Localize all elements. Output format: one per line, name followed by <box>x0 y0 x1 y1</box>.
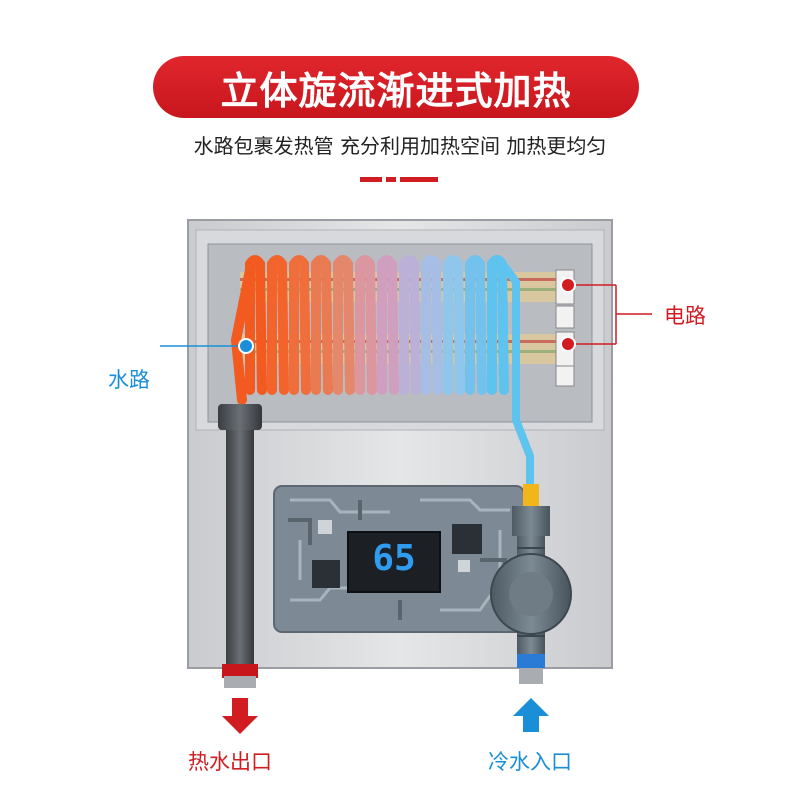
water-coil <box>230 255 534 488</box>
cold-water-inlet <box>490 484 572 684</box>
water-path-label: 水路 <box>108 368 150 392</box>
circuit-label: 电路 <box>664 304 706 328</box>
hot-outlet-label: 热水出口 <box>188 750 272 774</box>
control-board <box>273 485 525 633</box>
banner-title: 立体旋流渐进式加热 <box>220 68 572 113</box>
temperature-display <box>347 531 441 593</box>
divider-dash <box>386 177 396 182</box>
cold-inlet-label: 冷水入口 <box>488 750 572 774</box>
cold-inlet-arrow-icon <box>513 698 549 732</box>
divider-dash <box>360 177 382 182</box>
water-path-callout-line <box>160 338 254 354</box>
divider-dash <box>400 177 438 182</box>
title-banner: 立体旋流渐进式加热 <box>153 56 639 118</box>
temperature-readout: 65 <box>372 538 416 579</box>
hot-outlet-arrow-icon <box>222 698 258 734</box>
circuit-callout-lines <box>560 277 652 352</box>
hot-water-pipe <box>218 404 262 688</box>
subtitle: 水路包裹发热管 充分利用加热空间 加热更均匀 <box>193 134 607 158</box>
